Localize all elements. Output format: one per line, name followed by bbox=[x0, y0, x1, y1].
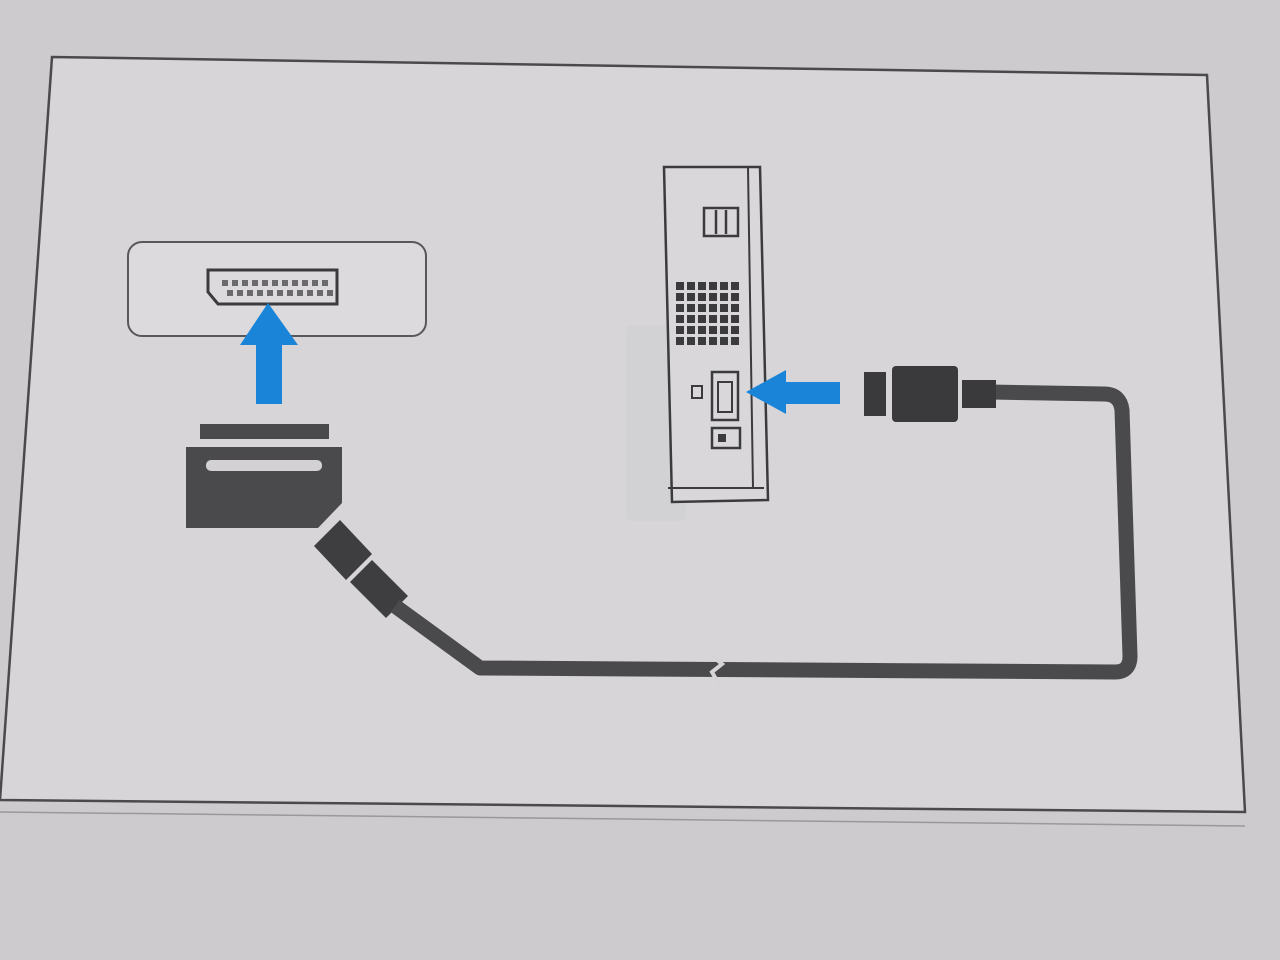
vent-hole bbox=[676, 293, 684, 301]
socket-pin bbox=[272, 280, 278, 286]
socket-pin bbox=[302, 280, 308, 286]
vent-hole bbox=[676, 282, 684, 290]
vent-hole bbox=[709, 315, 717, 323]
arrow-up-icon bbox=[240, 303, 298, 404]
vent-hole bbox=[687, 337, 695, 345]
vent-hole bbox=[709, 282, 717, 290]
scart-socket-icon bbox=[206, 268, 339, 306]
vent-hole bbox=[676, 326, 684, 334]
socket-pin bbox=[312, 280, 318, 286]
socket-pin bbox=[327, 290, 333, 296]
vent-hole bbox=[676, 337, 684, 345]
socket-pin bbox=[277, 290, 283, 296]
socket-pin bbox=[257, 290, 263, 296]
vent-hole bbox=[698, 304, 706, 312]
socket-pin bbox=[237, 290, 243, 296]
socket-pin bbox=[247, 290, 253, 296]
vent-hole bbox=[731, 282, 739, 290]
vent-hole bbox=[687, 282, 695, 290]
vent-hole bbox=[709, 337, 717, 345]
vent-hole bbox=[698, 315, 706, 323]
vent-hole bbox=[720, 337, 728, 345]
vent-hole bbox=[720, 326, 728, 334]
scart-plug-icon bbox=[186, 424, 408, 618]
vent-hole bbox=[720, 282, 728, 290]
vent-hole bbox=[731, 315, 739, 323]
vent-hole bbox=[687, 315, 695, 323]
vent-hole bbox=[731, 326, 739, 334]
vent-hole bbox=[720, 304, 728, 312]
vent-hole bbox=[676, 304, 684, 312]
av-cable bbox=[390, 384, 1138, 691]
vent-hole bbox=[720, 315, 728, 323]
socket-pin bbox=[222, 280, 228, 286]
socket-pin bbox=[227, 290, 233, 296]
console-rear-panel-icon bbox=[626, 165, 770, 521]
socket-pin bbox=[292, 280, 298, 286]
socket-pin bbox=[287, 290, 293, 296]
vent-hole bbox=[687, 293, 695, 301]
vent-hole bbox=[676, 315, 684, 323]
tv-socket-panel bbox=[127, 241, 427, 337]
socket-pin bbox=[232, 280, 238, 286]
vent-hole bbox=[687, 326, 695, 334]
socket-pin bbox=[282, 280, 288, 286]
vent-hole bbox=[698, 337, 706, 345]
vent-hole bbox=[731, 293, 739, 301]
socket-pin bbox=[317, 290, 323, 296]
vent-hole bbox=[709, 304, 717, 312]
vent-hole bbox=[698, 326, 706, 334]
socket-pin bbox=[252, 280, 258, 286]
socket-pin bbox=[242, 280, 248, 286]
vent-hole bbox=[709, 293, 717, 301]
socket-pin bbox=[267, 290, 273, 296]
socket-pin bbox=[297, 290, 303, 296]
vent-hole bbox=[731, 304, 739, 312]
socket-pin bbox=[322, 280, 328, 286]
vent-hole bbox=[720, 293, 728, 301]
vent-hole bbox=[698, 282, 706, 290]
vent-hole bbox=[709, 326, 717, 334]
vent-hole bbox=[698, 293, 706, 301]
cable-break-mark bbox=[709, 654, 726, 691]
vent-hole bbox=[731, 337, 739, 345]
socket-pin bbox=[262, 280, 268, 286]
vent-hole bbox=[687, 304, 695, 312]
arrow-left-icon bbox=[746, 370, 840, 414]
socket-pin bbox=[307, 290, 313, 296]
av-multi-out-plug-icon bbox=[864, 366, 996, 422]
